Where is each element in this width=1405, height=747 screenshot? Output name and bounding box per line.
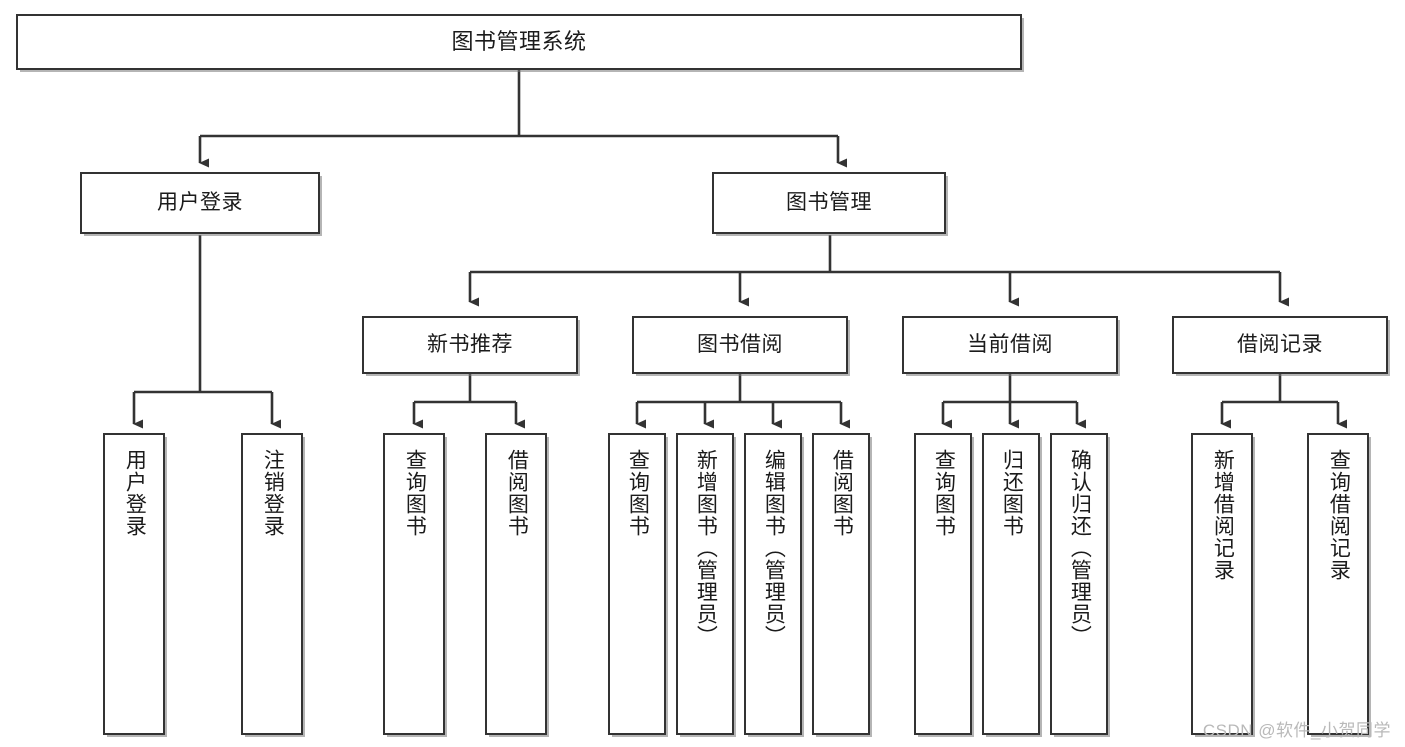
leaf-return-book[interactable]: 归还图书 bbox=[982, 433, 1040, 735]
node-label: 确认归还（管理员） bbox=[1068, 449, 1092, 647]
node-label: 编辑图书（管理员） bbox=[762, 449, 786, 647]
leaf-query-borrow-record[interactable]: 查询借阅记录 bbox=[1307, 433, 1369, 735]
leaf-borrow-book[interactable]: 借阅图书 bbox=[812, 433, 870, 735]
node-label: 用户登录 bbox=[157, 190, 243, 214]
node-label: 借阅记录 bbox=[1237, 332, 1323, 356]
node-borrow-record[interactable]: 借阅记录 bbox=[1172, 316, 1388, 374]
node-label: 图书管理 bbox=[786, 190, 872, 214]
node-label: 图书管理系统 bbox=[451, 29, 587, 55]
watermark-text: CSDN @软件_小贺同学 bbox=[1202, 721, 1391, 740]
node-label: 借阅图书 bbox=[830, 449, 854, 537]
leaf-confirm-return-admin[interactable]: 确认归还（管理员） bbox=[1050, 433, 1108, 735]
node-label: 用户登录 bbox=[123, 449, 147, 537]
node-label: 新增图书（管理员） bbox=[694, 449, 718, 647]
node-label: 借阅图书 bbox=[505, 449, 529, 537]
leaf-query-book-recommend[interactable]: 查询图书 bbox=[383, 433, 445, 735]
leaf-add-book-admin[interactable]: 新增图书（管理员） bbox=[676, 433, 734, 735]
node-label: 当前借阅 bbox=[967, 332, 1053, 356]
node-book-management[interactable]: 图书管理 bbox=[712, 172, 946, 234]
node-book-borrow[interactable]: 图书借阅 bbox=[632, 316, 848, 374]
node-current-borrow[interactable]: 当前借阅 bbox=[902, 316, 1118, 374]
leaf-edit-book-admin[interactable]: 编辑图书（管理员） bbox=[744, 433, 802, 735]
node-user-login[interactable]: 用户登录 bbox=[80, 172, 320, 234]
node-label: 图书借阅 bbox=[697, 332, 783, 356]
leaf-logout[interactable]: 注销登录 bbox=[241, 433, 303, 735]
node-label: 归还图书 bbox=[1000, 449, 1024, 537]
leaf-user-login[interactable]: 用户登录 bbox=[103, 433, 165, 735]
node-root-system[interactable]: 图书管理系统 bbox=[16, 14, 1022, 70]
node-label: 新书推荐 bbox=[427, 332, 513, 356]
leaf-query-book[interactable]: 查询图书 bbox=[608, 433, 666, 735]
node-label: 新增借阅记录 bbox=[1211, 449, 1235, 581]
node-label: 注销登录 bbox=[261, 449, 285, 537]
node-label: 查询图书 bbox=[932, 449, 956, 537]
node-label: 查询图书 bbox=[403, 449, 427, 537]
node-label: 查询图书 bbox=[626, 449, 650, 537]
node-new-book-recommend[interactable]: 新书推荐 bbox=[362, 316, 578, 374]
leaf-add-borrow-record[interactable]: 新增借阅记录 bbox=[1191, 433, 1253, 735]
leaf-query-book-current[interactable]: 查询图书 bbox=[914, 433, 972, 735]
node-label: 查询借阅记录 bbox=[1327, 449, 1351, 581]
leaf-borrow-book-recommend[interactable]: 借阅图书 bbox=[485, 433, 547, 735]
